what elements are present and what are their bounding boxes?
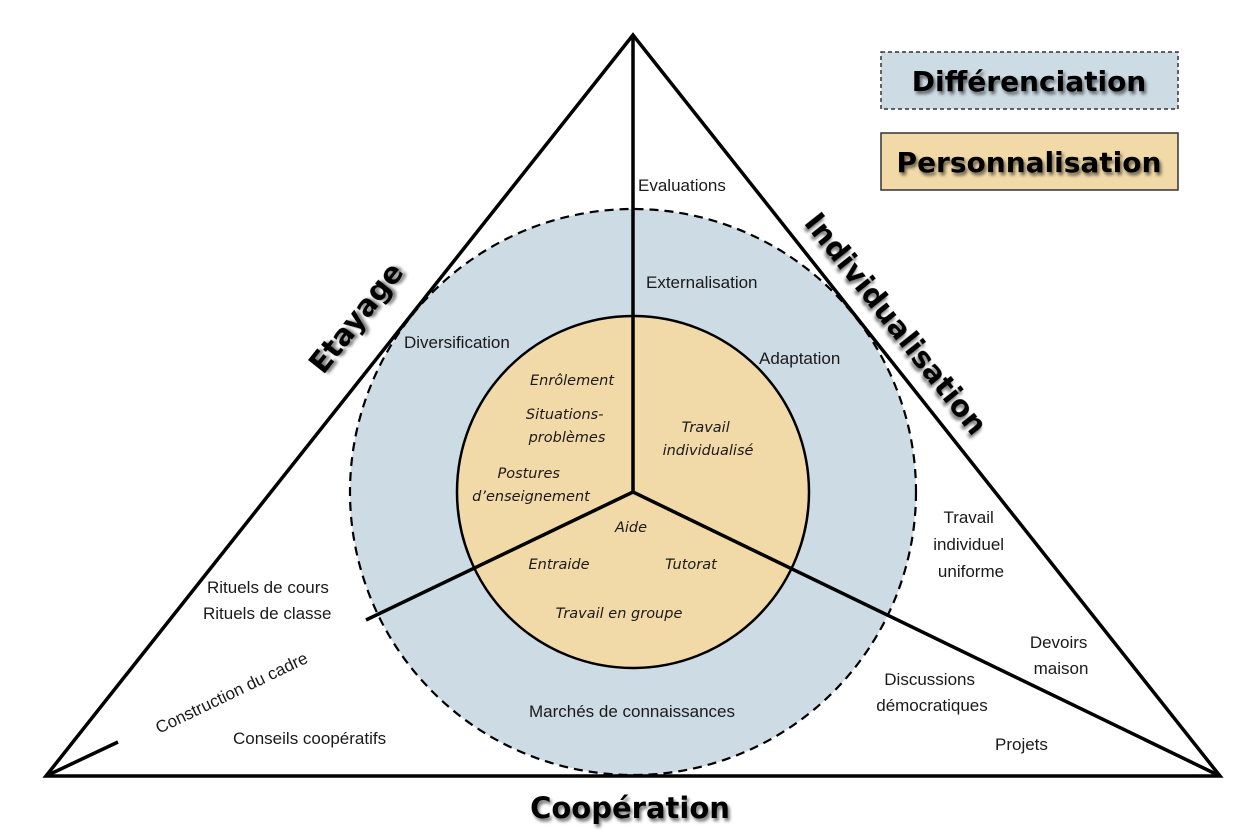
label-line: uniforme xyxy=(938,562,1004,581)
label-aide: Aide xyxy=(614,520,647,536)
label-travail-en-groupe: Travail en groupe xyxy=(556,606,683,622)
label-rituels-cours: Rituels de cours xyxy=(207,578,329,597)
label-line: Situations- xyxy=(526,407,604,423)
label-tutorat: Tutorat xyxy=(665,557,718,573)
label-line: d’enseignement xyxy=(472,489,591,505)
label-adaptation: Adaptation xyxy=(759,349,840,368)
label-enrolement: Enrôlement xyxy=(530,373,615,389)
divider-line-left-stub xyxy=(45,740,119,778)
label-discussions-democratiques: Discussions démocratiques xyxy=(876,670,988,715)
legend-differenciation-box xyxy=(880,51,1179,110)
label-diversification: Diversification xyxy=(404,333,510,352)
label-line: problèmes xyxy=(528,430,606,446)
label-line: Postures xyxy=(497,466,560,482)
label-line: Devoirs xyxy=(1030,633,1088,652)
label-evaluations: Evaluations xyxy=(638,176,726,195)
label-devoirs-maison: Devoirs maison xyxy=(1030,633,1092,678)
label-line: Travail xyxy=(682,420,730,436)
legend-personnalisation-box xyxy=(880,132,1179,191)
label-line: Discussions xyxy=(884,670,975,689)
label-line: maison xyxy=(1034,659,1089,678)
legend-differenciation-label: Différenciation xyxy=(912,65,1147,98)
divider-line-right xyxy=(632,490,1221,778)
label-projets: Projets xyxy=(995,735,1048,754)
label-line: démocratiques xyxy=(876,696,988,715)
label-line: individuel xyxy=(933,535,1004,554)
axis-cooperation-label: Coopération xyxy=(530,791,730,825)
label-conseils-cooperatifs: Conseils coopératifs xyxy=(233,729,386,748)
label-line: Travail xyxy=(943,508,993,527)
label-externalisation: Externalisation xyxy=(646,273,758,292)
legend: Différenciation Personnalisation xyxy=(880,51,1179,191)
label-marches-connaissances: Marchés de connaissances xyxy=(529,702,735,721)
outer-triangle xyxy=(42,32,1224,778)
label-construction-cadre: Construction du cadre xyxy=(153,649,311,738)
label-line: individualisé xyxy=(663,443,754,459)
label-entraide: Entraide xyxy=(528,557,589,573)
label-travail-individualise: Travail individualisé xyxy=(663,420,754,459)
divider-line-left xyxy=(365,490,634,622)
label-travail-individuel-uniforme: Travail individuel uniforme xyxy=(933,508,1009,581)
label-rituels-classe: Rituels de classe xyxy=(203,604,332,623)
label-situations-problemes: Situations- problèmes xyxy=(526,407,608,446)
label-postures-enseignement: Postures d’enseignement xyxy=(472,466,591,505)
legend-personnalisation-label: Personnalisation xyxy=(897,146,1162,179)
